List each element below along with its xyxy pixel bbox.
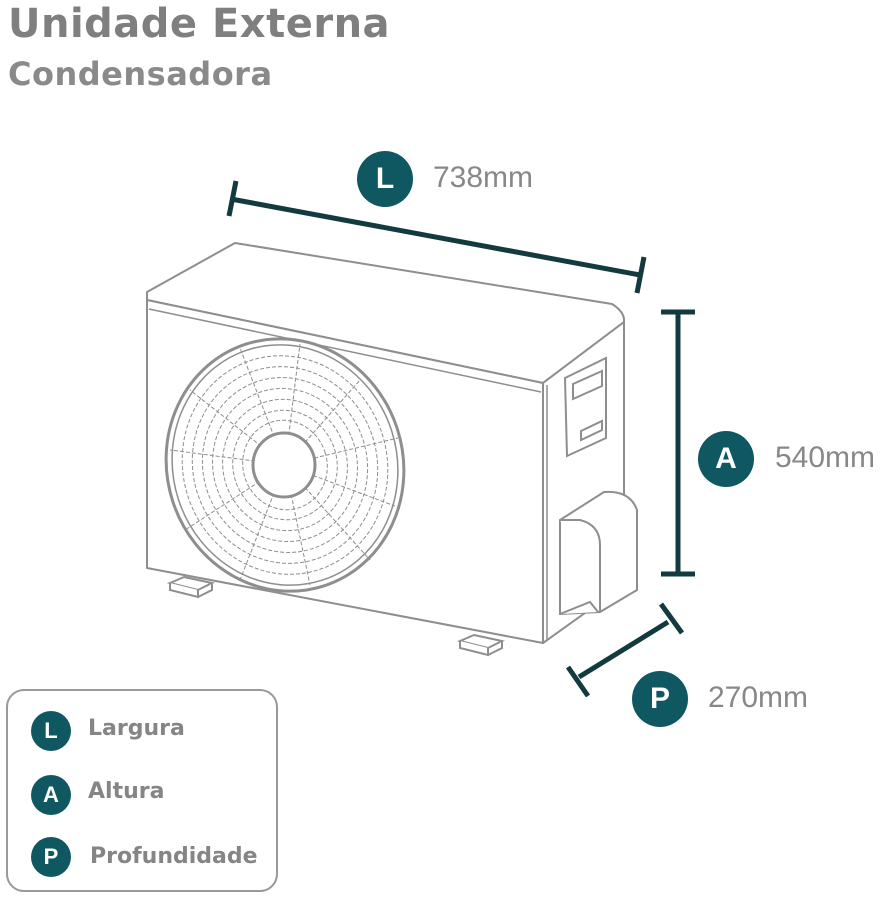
legend-box: L Largura A Altura P Profundidade	[6, 689, 278, 892]
valve-cover	[559, 490, 638, 616]
width-dimension-line	[226, 180, 647, 294]
height-badge: A	[698, 431, 754, 487]
legend-label-depth: Profundidade	[90, 844, 258, 869]
legend-badge-letter: P	[43, 844, 59, 869]
depth-badge-letter: P	[649, 682, 670, 715]
width-value: 738mm	[433, 161, 534, 194]
height-value: 540mm	[775, 441, 876, 474]
unit-body	[146, 242, 626, 644]
legend-label-width: Largura	[88, 716, 185, 741]
depth-value: 270mm	[708, 681, 809, 714]
legend-badge-depth: P	[31, 837, 71, 877]
unit-feet	[166, 575, 505, 657]
legend-badge-letter: L	[44, 718, 58, 743]
legend-badge-height: A	[31, 775, 71, 815]
height-dimension-line	[661, 309, 695, 577]
depth-badge: P	[632, 671, 688, 727]
width-badge: L	[357, 151, 413, 207]
width-badge-letter: L	[375, 162, 395, 195]
page-subtitle: Condensadora	[8, 55, 273, 93]
service-panel	[563, 356, 607, 458]
legend-badge-width: L	[31, 711, 71, 751]
page-title: Unidade Externa	[8, 1, 391, 47]
fan-grille	[164, 337, 406, 593]
legend-badge-letter: A	[43, 782, 59, 807]
legend-label-height: Altura	[88, 779, 165, 804]
height-badge-letter: A	[715, 442, 737, 475]
depth-dimension-line	[565, 602, 685, 698]
